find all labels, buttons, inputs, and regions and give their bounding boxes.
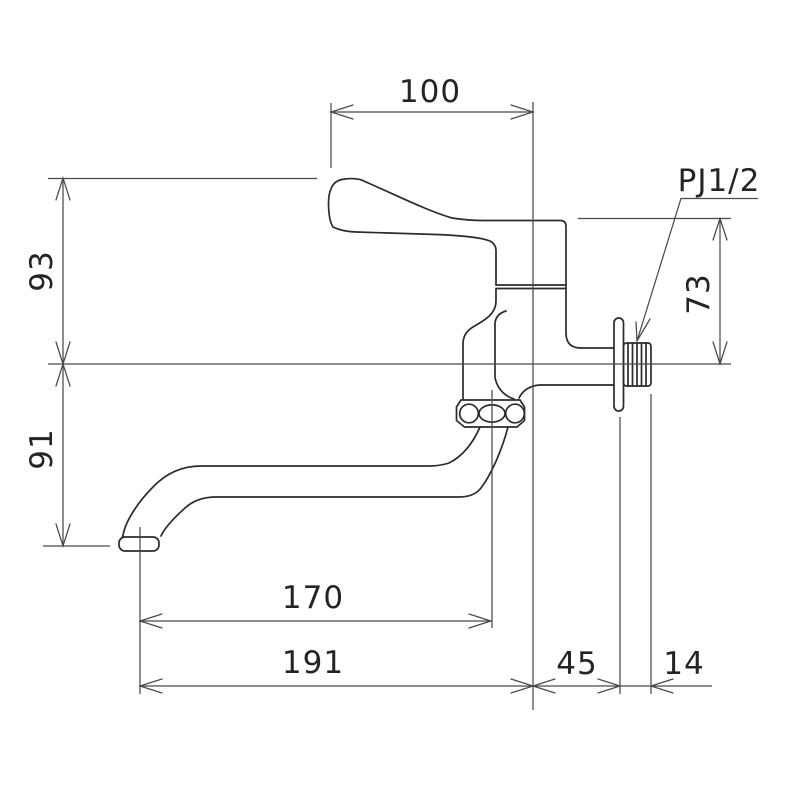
arrowhead-100-right [510,104,536,120]
thread-spec-label: PJ1/2 [678,163,761,199]
swing-spout [118,426,509,552]
arrowhead-191-left [137,678,163,694]
arrowhead-45-right [597,678,623,694]
arrowhead-191-45-cross [510,678,556,694]
dim-label-45: 45 [556,646,597,682]
dimension-labels: 100 93 91 73 170 191 45 14 PJ1/2 [24,74,761,682]
spout-nut [455,399,526,428]
handle-and-body-outline [327,177,615,349]
dim-label-93: 93 [24,250,60,291]
dim-label-191: 191 [282,645,344,681]
arrowhead-170-right [468,613,494,629]
reference-lines [43,102,731,710]
nut-silhouette [455,399,526,428]
dim-label-100: 100 [399,74,461,110]
arrowhead-14-right [648,678,674,694]
arrowhead-91-bottom [55,523,71,549]
spout-inner-edge [160,426,509,537]
valve-body-left [462,287,497,400]
faucet-outline [118,177,652,552]
valve-inner-bore [494,310,515,400]
leader-line-thread-spec [636,197,758,342]
arrowhead-73-bottom [712,341,728,367]
wall-pipe-bottom [518,384,615,399]
nut-facet-right [504,403,526,424]
dim-label-170: 170 [282,580,344,616]
dim-label-73: 73 [681,273,717,314]
arrowhead-93-91-cross [55,341,71,387]
spout-outlet-cap [118,536,160,552]
arrowhead-100-left [328,104,354,120]
arrowhead-170-left [137,613,163,629]
dim-label-91: 91 [24,428,60,469]
dimension-lines [55,104,758,694]
arrowhead-73-top [712,216,728,241]
arrowhead-93-top [55,175,71,201]
nut-facet-left [458,403,480,424]
handle-underside [332,226,497,286]
arrowhead-thread-spec [635,318,651,344]
spout-outer-edge [121,426,481,538]
dim-label-14: 14 [663,646,704,682]
